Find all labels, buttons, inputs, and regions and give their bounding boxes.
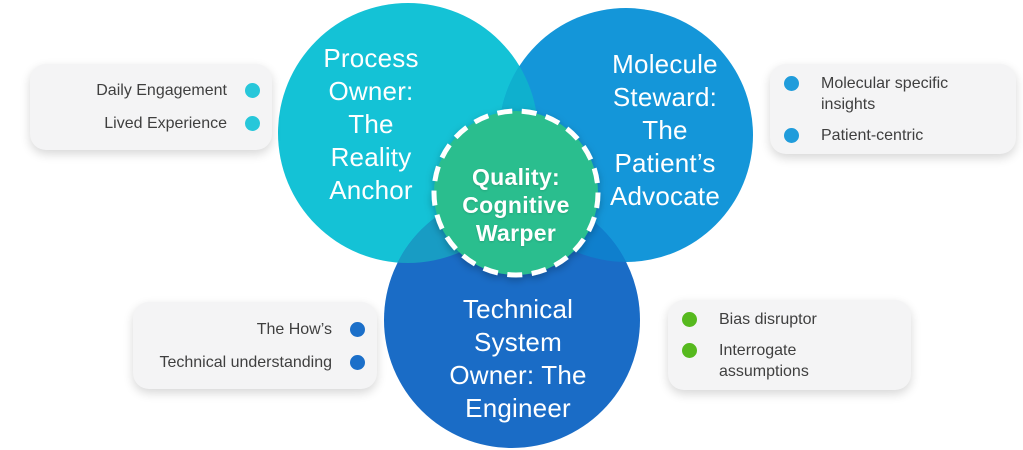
bullet-dot-lime	[682, 342, 697, 358]
bullet-dot-royal-blue	[350, 321, 365, 337]
overlap-cyan-dark	[384, 192, 538, 263]
center-circle-quality	[431, 108, 601, 278]
callout-item: Patient-centric	[784, 125, 1016, 146]
bullet-dot-royal-blue	[350, 354, 365, 370]
callout-item: Technical understanding	[133, 352, 365, 373]
callout-top-left: Daily Engagement Lived Experience	[30, 64, 272, 150]
bullet-dot-lime	[682, 311, 697, 327]
bullet-dot-blue	[784, 75, 799, 91]
callout-item-label: Lived Experience	[104, 115, 227, 132]
molecule-steward-label: Molecule Steward: The Patient’s Advocate	[609, 49, 720, 211]
technical-owner-label: Technical System Owner: The Engineer	[449, 294, 587, 423]
process-owner-label: Process Owner: The Reality Anchor	[323, 43, 419, 205]
callout-bottom-left: The How’s Technical understanding	[133, 302, 377, 389]
callout-item: Daily Engagement	[30, 80, 260, 101]
callout-item: Lived Experience	[30, 113, 260, 134]
callout-item: Interrogate assumptions	[682, 340, 911, 382]
bullet-dot-cyan	[245, 83, 260, 98]
bullet-dot-blue	[784, 127, 799, 143]
callout-bottom-right: Bias disruptor Interrogate assumptions	[668, 300, 911, 390]
callout-item: Molecular specific insights	[784, 73, 1016, 115]
callout-item: Bias disruptor	[682, 309, 911, 330]
quality-center-label: Quality: Cognitive Warper	[462, 164, 570, 246]
callout-item-label: Bias disruptor	[719, 310, 817, 328]
callout-item-label: The How’s	[256, 320, 332, 338]
callout-item: The How’s	[133, 319, 365, 340]
callout-item-label: Daily Engagement	[96, 82, 227, 99]
callout-top-right: Molecular specific insights Patient-cent…	[770, 64, 1016, 154]
callout-item-label: Patient-centric	[821, 126, 924, 144]
callout-item-label: Technical understanding	[159, 353, 332, 371]
callout-item-label: Molecular specific insights	[821, 74, 949, 113]
callout-item-label: Interrogate assumptions	[719, 341, 809, 380]
bullet-dot-cyan	[245, 116, 260, 131]
